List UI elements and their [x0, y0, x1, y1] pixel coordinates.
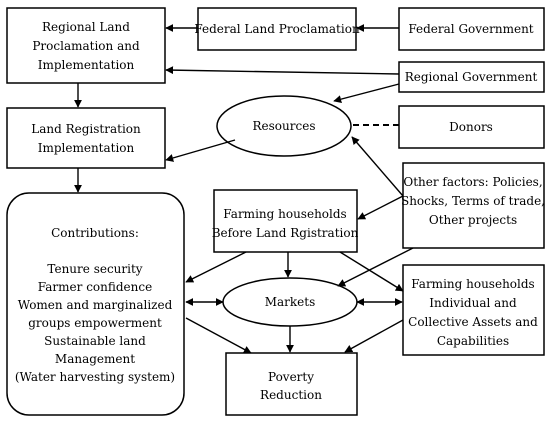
contributions-label-line: groups empowerment	[28, 316, 162, 330]
land-registration-box	[6, 107, 166, 169]
federal-land-proclamation-label-line: Federal Land Proclamation	[194, 22, 360, 36]
federal-government-box	[398, 7, 545, 51]
poverty-reduction-box	[225, 352, 358, 416]
arrow-other-factors-to-resources	[351, 136, 404, 197]
other-factors-label-line: Other projects	[429, 213, 517, 227]
arrow-contributions-to-poverty	[185, 317, 252, 354]
poverty-reduction-label-line: Reduction	[260, 388, 322, 402]
resources-ellipse	[216, 95, 352, 157]
regional-government-box	[398, 61, 545, 93]
contributions-label-line: Tenure security	[47, 262, 142, 276]
regional-land-proclamation-label-line: Regional Land	[42, 20, 130, 34]
regional-land-proclamation-box	[6, 7, 166, 84]
resources-label-line: Resources	[253, 119, 316, 133]
households-before-box	[213, 189, 358, 253]
regional-land-proclamation-label-line: Proclamation and	[32, 39, 140, 53]
donors-box	[398, 105, 545, 149]
contributions-label-line: Sustainable land	[44, 334, 146, 348]
arrow-other-factors-to-households-before	[357, 195, 404, 220]
other-factors-box	[402, 162, 545, 249]
other-factors-label-line: Shocks, Terms of trade,	[401, 194, 545, 208]
arrow-households-before-to-contributions	[185, 251, 247, 283]
regional-government-label-line: Regional Government	[405, 70, 538, 84]
markets-label-line: Markets	[265, 295, 316, 309]
federal-government-label-line: Federal Government	[408, 22, 533, 36]
households-before-label-line: Farming households	[223, 207, 346, 221]
arrow-regional-gov-to-resources	[333, 83, 400, 104]
households-assets-label-line: Collective Assets and	[408, 315, 538, 329]
contributions-box	[6, 192, 185, 416]
contributions-label-line: (Water harvesting system)	[15, 370, 175, 384]
land-registration-label-line: Land Registration	[31, 122, 141, 136]
federal-land-proclamation-box	[197, 7, 357, 51]
households-assets-box	[402, 264, 545, 356]
contributions-label-line: Management	[55, 352, 135, 366]
contributions-label-line: Contributions:	[51, 226, 139, 240]
arrow-households-before-to-assets	[339, 251, 404, 292]
contributions-label-line: Women and marginalized	[18, 298, 173, 312]
contributions-label-line: Farmer confidence	[38, 280, 152, 294]
arrow-assets-to-poverty	[344, 319, 404, 353]
arrow-regional-gov-to-regional-proclamation	[165, 66, 400, 75]
households-assets-label-line: Capabilities	[437, 334, 509, 348]
regional-land-proclamation-label-line: Implementation	[38, 58, 135, 72]
donors-label-line: Donors	[449, 120, 493, 134]
households-assets-label-line: Farming households	[411, 277, 534, 291]
households-assets-label-line: Individual and	[429, 296, 517, 310]
other-factors-label-line: Other factors: Policies,	[403, 175, 542, 189]
land-registration-label-line: Implementation	[38, 141, 135, 155]
arrow-other-factors-to-markets	[337, 247, 414, 287]
arrow-resources-to-land-registration	[165, 139, 236, 162]
households-before-label-line: Before Land Rgistration	[212, 226, 359, 240]
poverty-reduction-label-line: Poverty	[268, 370, 314, 384]
